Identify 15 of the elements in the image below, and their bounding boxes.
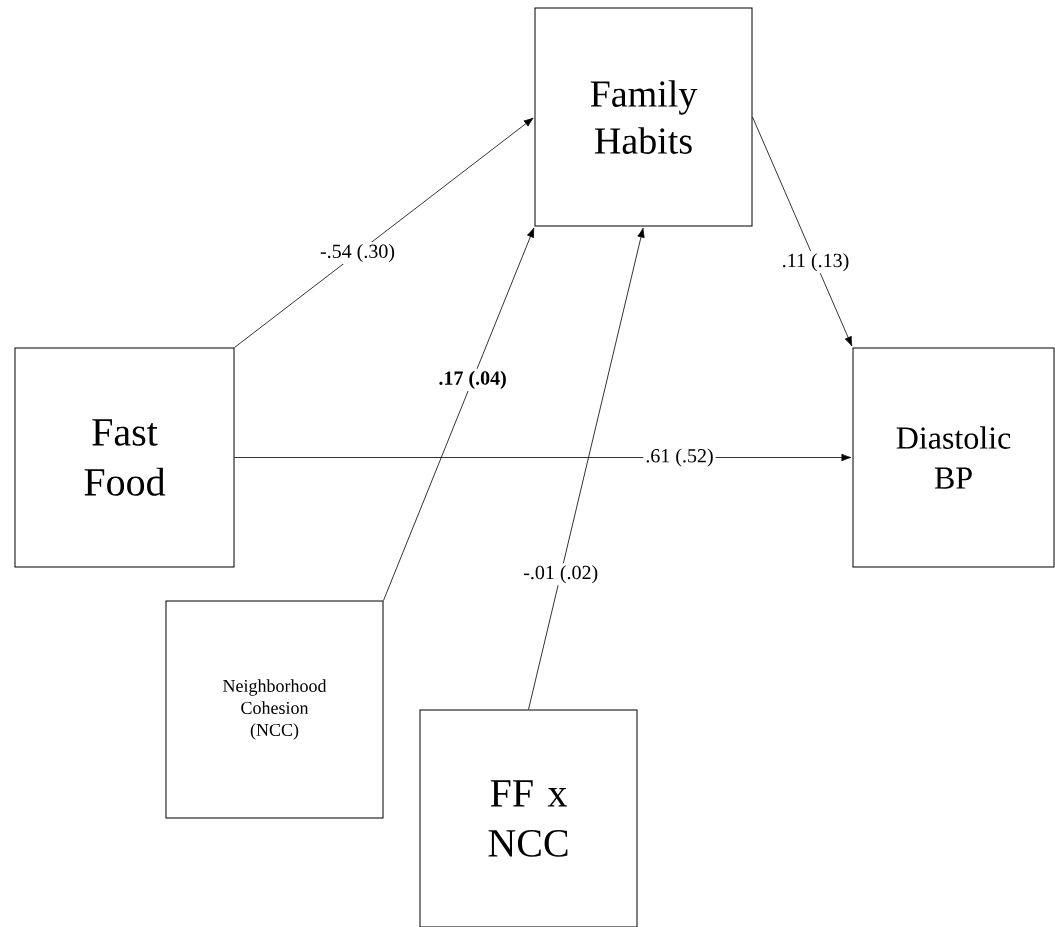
arrow (234, 453, 852, 462)
edge-label: -.54 (.30) (320, 243, 395, 263)
edge-label: .11 (.13) (783, 253, 849, 272)
variable-box: Diastolic BP (852, 347, 1055, 568)
edge-label: -.01 (.02) (523, 565, 598, 584)
variable-box: Fast Food (14, 347, 235, 568)
variable-box: Neighborhood Cohesion (NCC) (165, 600, 384, 819)
edge-label: .17 (.04) (439, 370, 506, 389)
arrow (383, 227, 535, 601)
arrow (752, 116, 853, 347)
arrow (528, 227, 645, 710)
variable-box: FF x NCC (419, 709, 638, 927)
arrow (234, 117, 534, 348)
edge-label: .61 (.52) (646, 448, 713, 467)
variable-box: Family Habits (534, 7, 753, 227)
